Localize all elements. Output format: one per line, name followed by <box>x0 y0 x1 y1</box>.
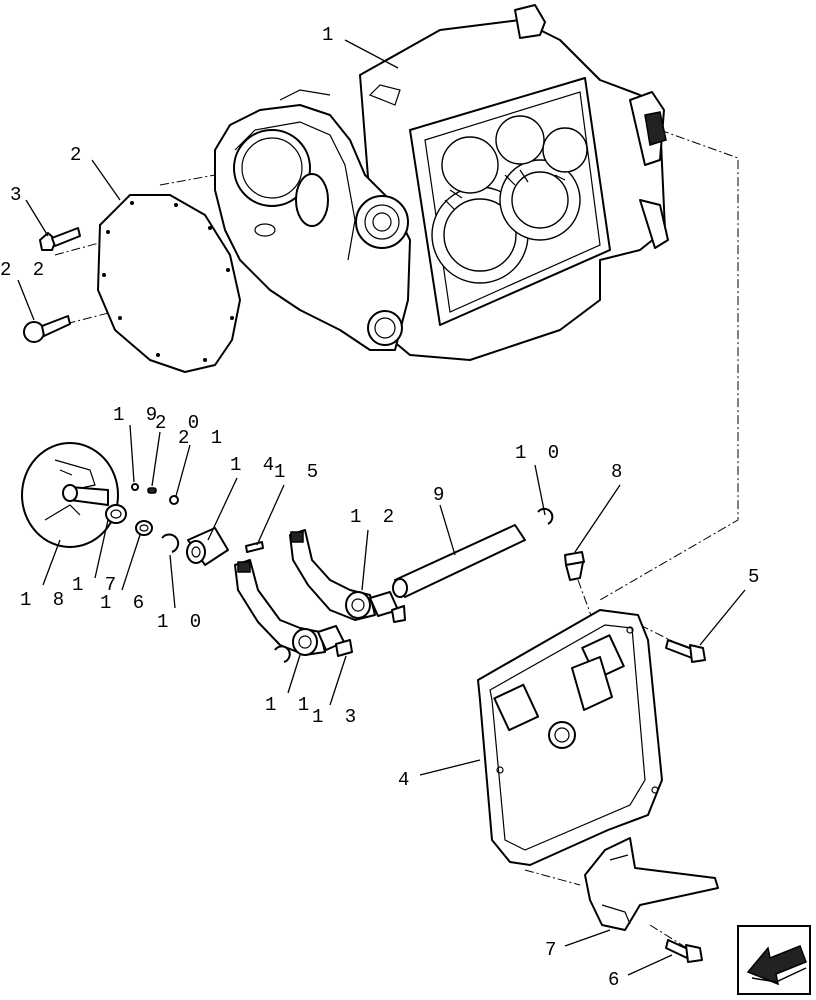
bracket-7 <box>584 837 719 931</box>
gasket <box>97 194 241 373</box>
snap-ring-10-right <box>537 507 554 525</box>
spring-20 <box>147 487 157 494</box>
shift-fork-12 <box>289 529 406 623</box>
transmission-housing <box>214 4 669 361</box>
washer-16 <box>135 520 153 536</box>
callout-10-right: 1 0 <box>515 442 564 464</box>
leader-lines <box>17 39 746 976</box>
pin-13 <box>335 639 353 657</box>
callout-15: 1 5 <box>274 461 323 483</box>
callout-14: 1 4 <box>230 454 279 476</box>
ball-19 <box>131 483 139 491</box>
bolt-22 <box>23 315 71 343</box>
washer-17 <box>105 504 127 524</box>
callout-22: 2 2 <box>0 259 49 281</box>
callout-20: 2 0 <box>155 412 204 434</box>
callout-6: 6 <box>608 969 624 991</box>
back-arrow-icon[interactable] <box>737 925 811 995</box>
callout-labels: 1 2 3 2 2 4 5 6 7 8 9 1 0 1 0 1 1 1 2 1 … <box>0 24 764 991</box>
callout-18: 1 8 <box>20 589 69 611</box>
cover-plate-4 <box>477 609 663 866</box>
callout-2: 2 <box>70 144 86 166</box>
snap-ring-11 <box>274 645 291 663</box>
plug-8 <box>564 551 585 581</box>
bolt-6 <box>665 939 703 963</box>
callout-12: 1 2 <box>350 506 399 528</box>
callout-4: 4 <box>398 769 414 791</box>
shift-rail-9 <box>392 524 526 598</box>
callout-9: 9 <box>433 484 449 506</box>
callout-11: 1 1 <box>265 694 314 716</box>
detent-plate <box>21 442 119 548</box>
callout-16: 1 6 <box>100 592 149 614</box>
callout-5: 5 <box>748 566 764 588</box>
collar-14 <box>186 527 229 566</box>
callout-17: 1 7 <box>72 574 121 596</box>
callout-1: 1 <box>322 24 338 46</box>
callout-10-left: 1 0 <box>157 611 206 633</box>
bolt-3 <box>39 227 81 251</box>
roll-pin-15 <box>245 541 264 553</box>
callout-19: 1 9 <box>113 404 162 426</box>
bolt-5 <box>665 639 706 663</box>
callout-13: 1 3 <box>312 706 361 728</box>
plug-21 <box>169 495 179 505</box>
snap-ring-10-left <box>161 533 180 553</box>
callout-3: 3 <box>10 184 26 206</box>
callout-7: 7 <box>545 939 561 961</box>
callout-21: 2 1 <box>178 427 227 449</box>
callout-8: 8 <box>611 461 627 483</box>
